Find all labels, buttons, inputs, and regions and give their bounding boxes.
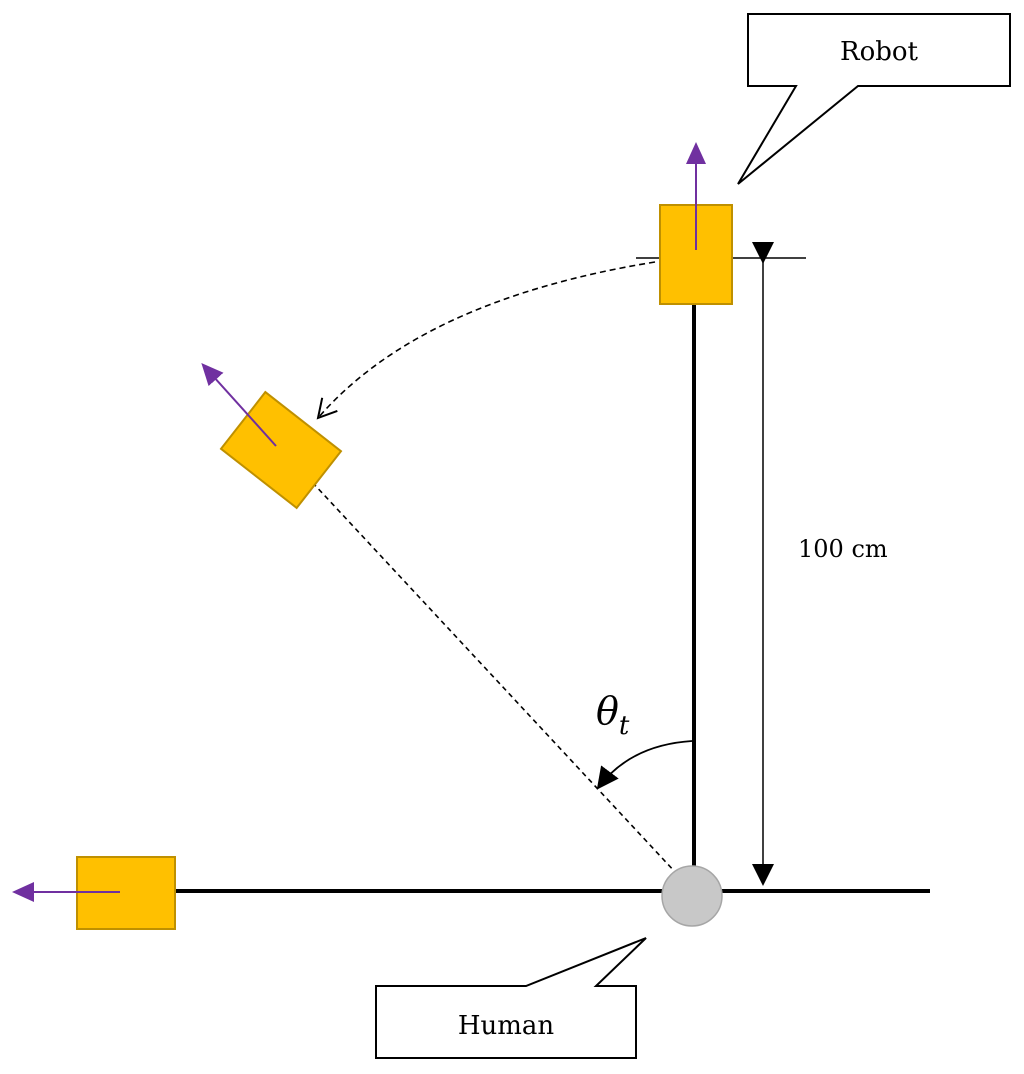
line-of-sight-dashed [311,481,691,889]
distance-label: 100 cm [798,535,888,563]
robot-mid [219,390,343,510]
robot-callout-label: Robot [840,37,919,67]
robot-mid-heading-arrow [201,363,277,447]
human-callout-label: Human [458,1011,555,1041]
robot-callout: Robot [737,13,1011,185]
human-marker [661,865,723,927]
angle-arc [596,740,693,790]
trajectory-arrow [316,261,656,420]
human-callout: Human [375,937,647,1059]
angle-label: θt [596,689,630,741]
